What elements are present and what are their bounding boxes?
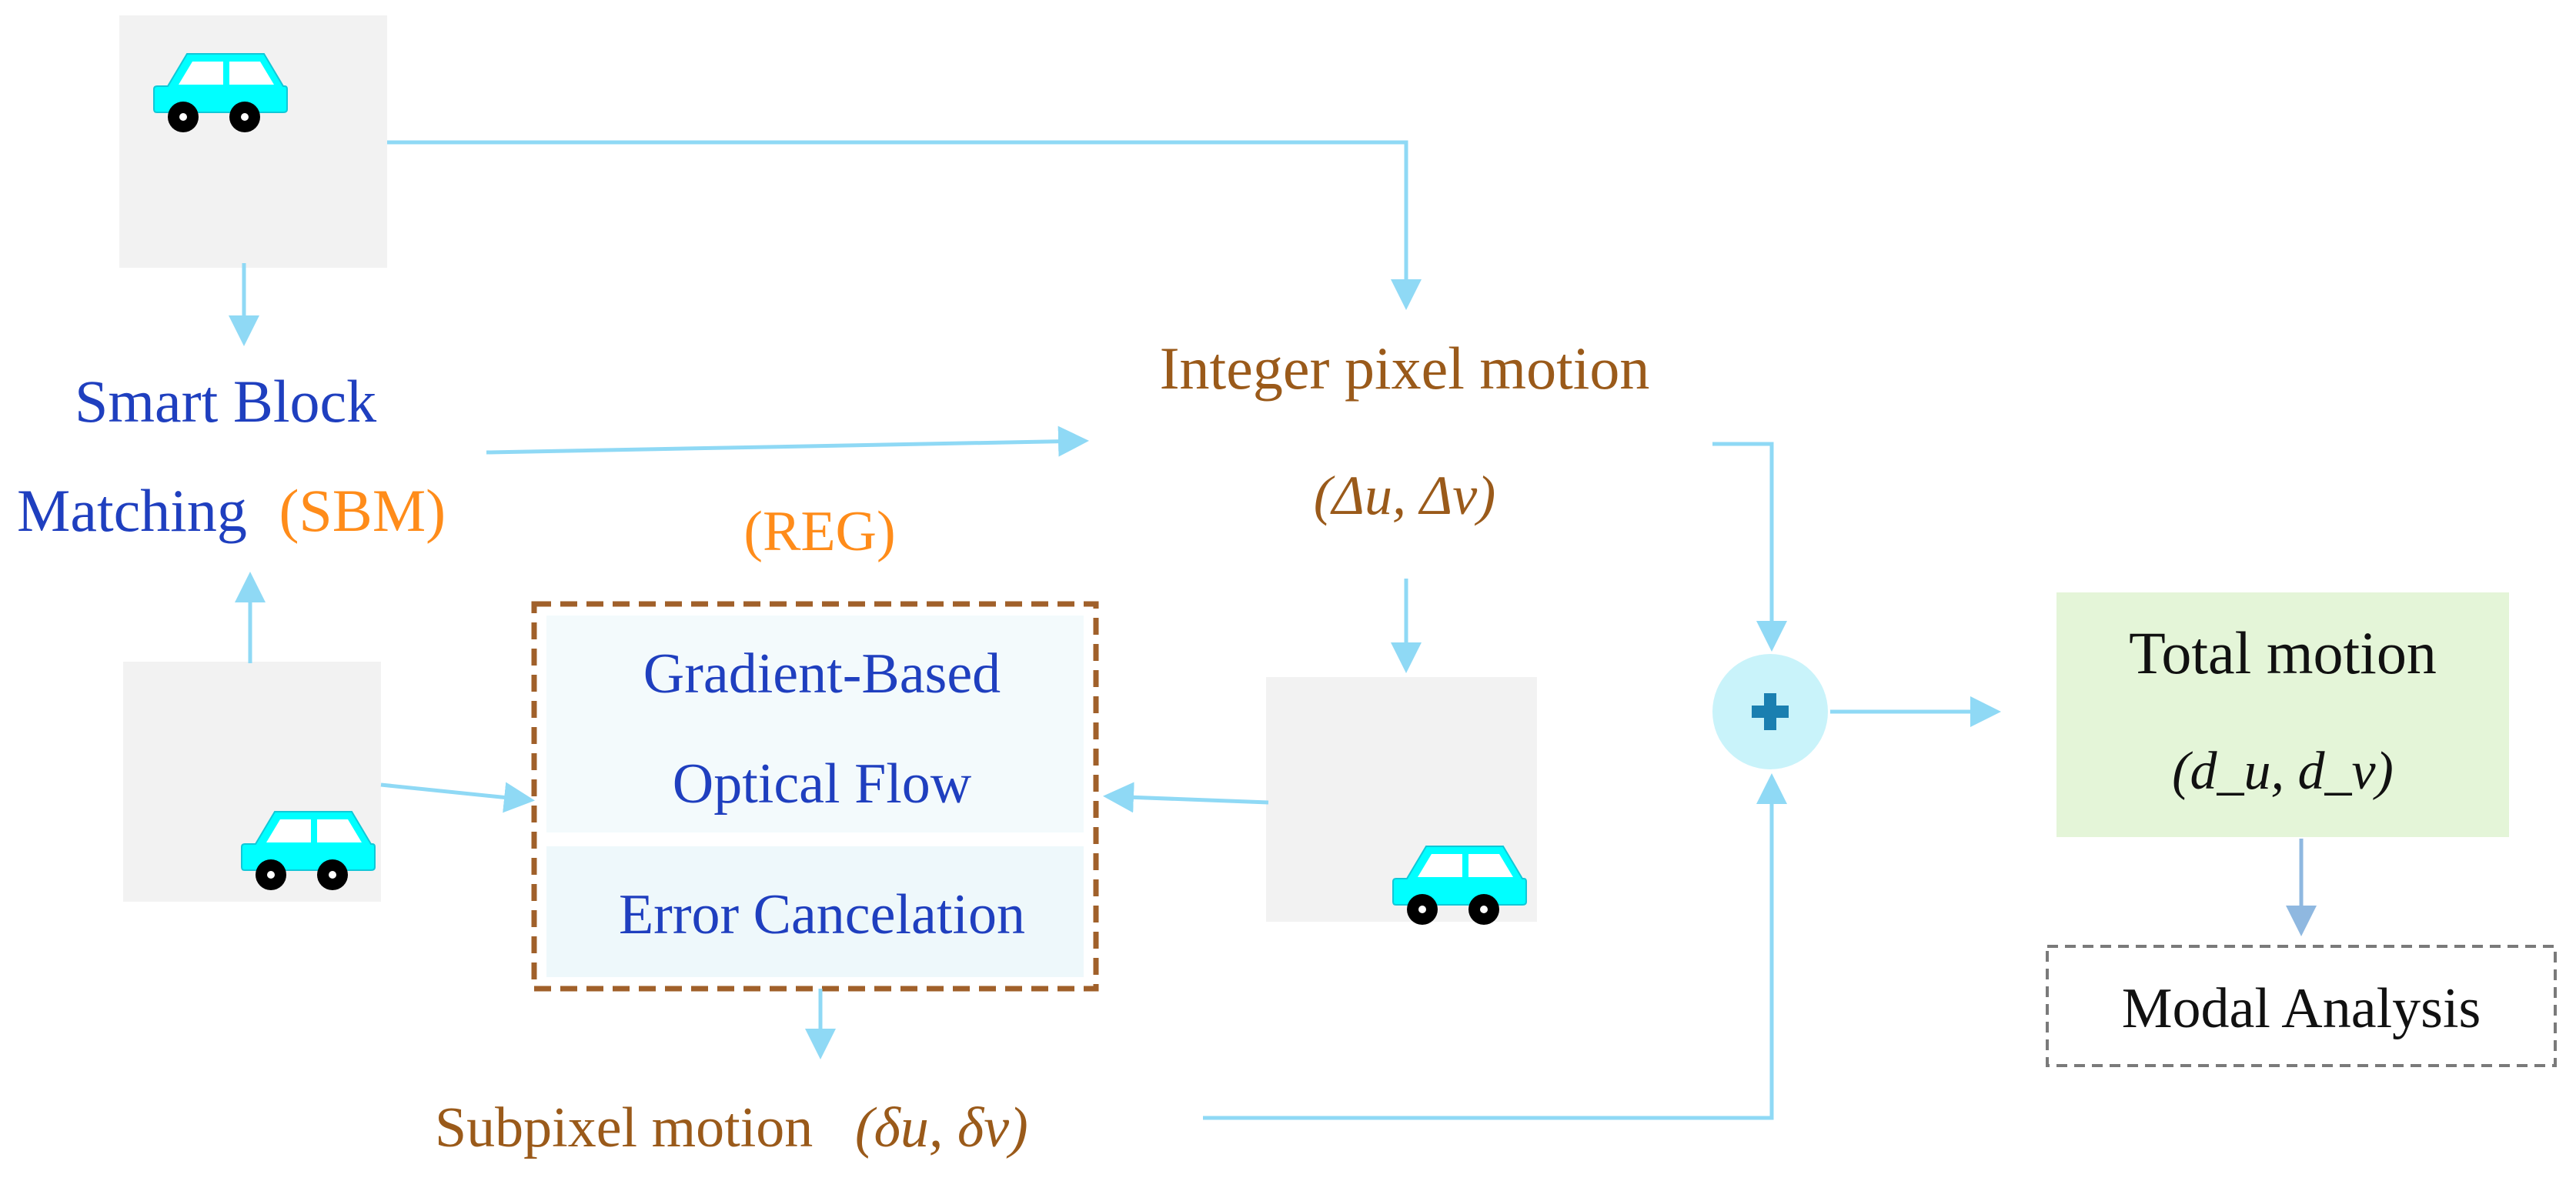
modal-analysis-label: Modal Analysis: [2122, 977, 2481, 1040]
shifted-frame: [1266, 677, 1537, 925]
car-icon: [1392, 846, 1527, 925]
arrow-sbm-to-integer: [486, 425, 1089, 457]
current-frame: [123, 662, 381, 902]
modal-analysis-box: [2046, 945, 2557, 1067]
sbm-abbr: (SBM): [279, 477, 446, 544]
subpixel-motion: Subpixel motion (δu, δv): [435, 1096, 1028, 1159]
arrow-subpixel-to-sum: [1203, 773, 1787, 1120]
optical-flow-block: [546, 616, 1084, 832]
car-icon: [153, 53, 288, 132]
sbm-line2-text: Matching: [17, 477, 247, 544]
total-motion-label: Total motion: [2129, 619, 2437, 686]
reg-box1-line1: Gradient-Based: [643, 642, 1001, 706]
total-motion-symbol: (d_u, d_v): [2172, 742, 2394, 801]
arrow-shifted-to-reg: [1103, 782, 1269, 813]
car-icon: [241, 811, 376, 890]
labels: Smart Block Matching (SBM) (REG) Gradien…: [17, 335, 2481, 1159]
reference-frame: [119, 15, 387, 268]
integer-motion-symbol: (Δu, Δv): [1314, 465, 1495, 526]
reg-box2: Error Cancelation: [619, 883, 1025, 946]
arrow-ref-to-integer: [387, 140, 1422, 310]
error-cancelation-block: [546, 846, 1084, 977]
subpixel-motion-symbol: (δu, δv): [855, 1096, 1028, 1159]
reg-box1-line2: Optical Flow: [673, 752, 972, 816]
reg-box: [531, 601, 1099, 992]
sbm-line1: Smart Block: [75, 368, 376, 435]
arrow-cur-to-reg: [380, 782, 535, 813]
arrows: [229, 140, 2317, 1120]
total-motion-box: [2056, 592, 2509, 837]
arrow-integer-to-sum: [1712, 442, 1787, 652]
integer-motion-label: Integer pixel motion: [1160, 335, 1650, 402]
sbm-line2: Matching (SBM): [17, 477, 446, 544]
reg-abbr: (REG): [743, 500, 895, 563]
subpixel-motion-label: Subpixel motion: [435, 1096, 813, 1159]
sum-node: [1712, 654, 1828, 769]
